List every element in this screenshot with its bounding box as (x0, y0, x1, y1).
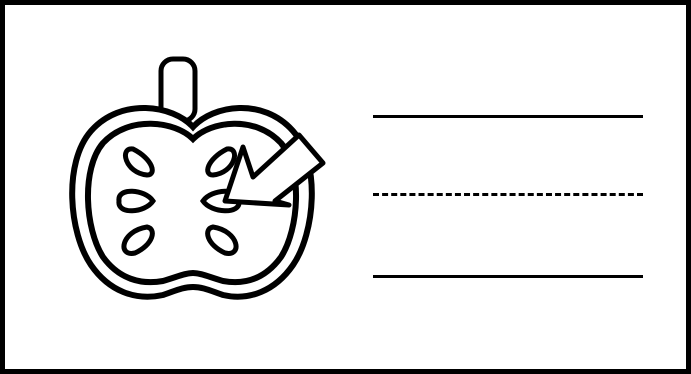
writing-line-top (373, 115, 643, 118)
apple-cross-section-illustration (53, 51, 333, 311)
writing-line-middle (373, 193, 643, 196)
seed-icon (119, 191, 153, 211)
writing-line-bottom (373, 275, 643, 278)
writing-lines-area (373, 105, 645, 285)
